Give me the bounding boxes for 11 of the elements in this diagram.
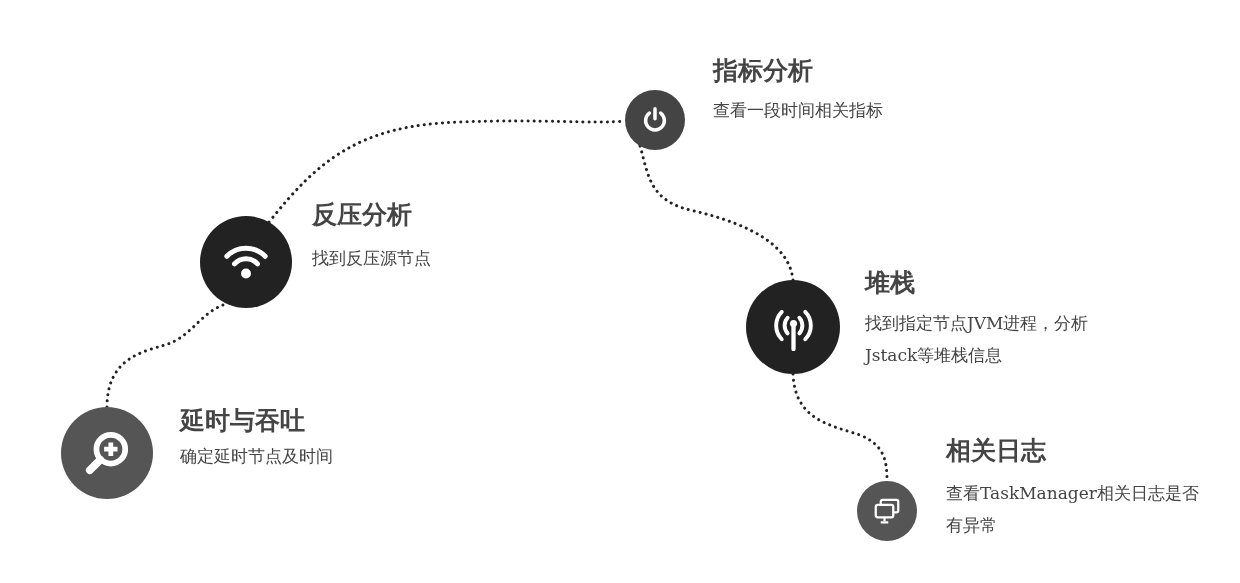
dotted-connector [638, 144, 795, 282]
step-title: 反压分析 [312, 200, 412, 230]
step-description: 找到反压源节点 [312, 247, 432, 270]
step-description: 查看一段时间相关指标 [713, 99, 884, 122]
step-title: 相关日志 [946, 436, 1046, 466]
step-title: 堆栈 [865, 268, 915, 298]
step-description: 查看TaskManager相关日志是否有异常 [946, 482, 1200, 537]
step-title: 指标分析 [713, 56, 813, 86]
step-description: 确定延时节点及时间 [180, 445, 334, 468]
step-description: 找到指定节点JVM进程，分析Jstack等堆栈信息 [865, 312, 1090, 367]
step-title: 延时与吞吐 [180, 406, 305, 436]
